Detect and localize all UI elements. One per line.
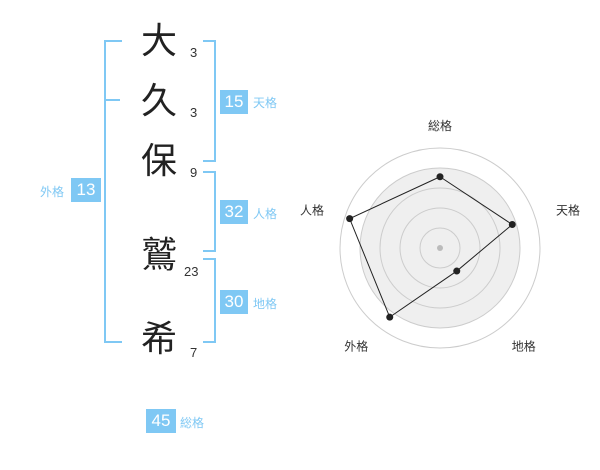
stroke-count-1: 3	[190, 45, 198, 60]
radar-point-2	[508, 221, 516, 229]
chikaku-score: 30	[220, 290, 248, 314]
gaikaku-label: 外格	[40, 185, 65, 199]
name-kanji-4: 鷲	[141, 235, 178, 276]
tenkaku-label: 天格	[253, 96, 278, 110]
gaikaku-bracket-tick	[104, 99, 120, 101]
radar-center-dot	[437, 245, 443, 251]
radar-ring-2	[399, 207, 481, 289]
gaikaku-bracket	[104, 40, 122, 343]
stroke-count-2: 3	[190, 105, 198, 120]
name-kanji-2: 久	[141, 81, 178, 122]
stroke-count-5: 7	[190, 345, 198, 360]
stroke-count-3: 9	[190, 165, 198, 180]
radar-series-polygon	[349, 176, 514, 318]
name-kanji-3: 保	[141, 141, 178, 182]
radar-ring-1	[419, 227, 461, 269]
soukaku-score: 45	[146, 409, 176, 433]
name-kanji-5: 希	[141, 319, 178, 360]
chikaku-label: 地格	[253, 297, 278, 311]
radar-point-1	[436, 173, 444, 181]
soukaku-label: 総格	[180, 416, 205, 430]
name-kanji-1: 大	[141, 21, 178, 62]
jinkaku-label: 人格	[253, 207, 278, 221]
radar-ring-3	[379, 187, 501, 309]
radar-axis-label-2: 天格	[556, 202, 580, 217]
stroke-count-4: 23	[184, 264, 199, 279]
tenkaku-bracket	[203, 40, 216, 162]
jinkaku-score: 32	[220, 200, 248, 224]
chikaku-bracket	[203, 258, 216, 343]
gaikaku-score: 13	[71, 178, 101, 202]
jinkaku-bracket	[203, 171, 216, 252]
radar-point-4	[386, 313, 394, 321]
radar-axis-label-1: 総格	[428, 118, 452, 133]
radar-axis-label-5: 人格	[300, 202, 324, 217]
radar-axis-label-4: 外格	[344, 339, 368, 354]
radar-point-5	[346, 215, 354, 223]
tenkaku-score: 15	[220, 90, 248, 114]
radar-point-3	[453, 267, 461, 275]
radar-axis-label-3: 地格	[512, 339, 536, 354]
